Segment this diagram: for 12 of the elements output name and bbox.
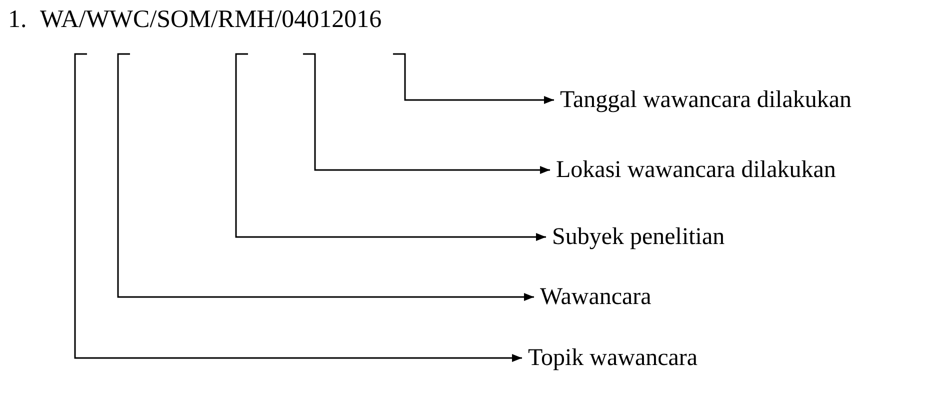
leader-arrow xyxy=(117,53,534,301)
description-text: Subyek penelitian xyxy=(552,223,725,251)
code-text: WA/WWC/SOM/RMH/04012016 xyxy=(40,6,382,54)
leader-arrow xyxy=(303,53,550,174)
leader-arrow xyxy=(74,53,522,362)
list-number: 1. xyxy=(8,6,27,34)
leader-arrow xyxy=(393,53,554,104)
description-text: Lokasi wawancara dilakukan xyxy=(556,156,836,184)
description-text: Topik wawancara xyxy=(528,344,698,372)
leader-arrow xyxy=(235,53,546,241)
description-text: Tanggal wawancara dilakukan xyxy=(560,86,852,114)
description-text: Wawancara xyxy=(540,283,652,311)
